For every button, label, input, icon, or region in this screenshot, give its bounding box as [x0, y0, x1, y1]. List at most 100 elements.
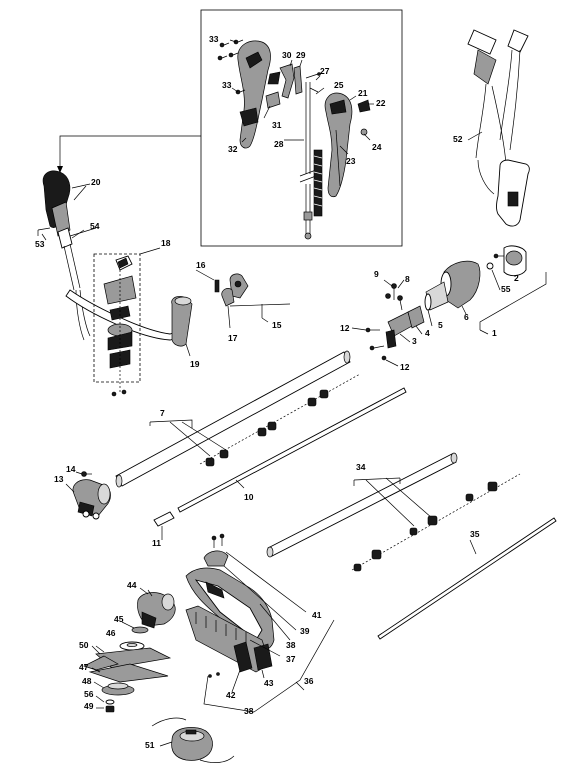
callout-30: 30 — [282, 50, 292, 60]
blade-part-50 — [83, 645, 172, 671]
callout-46: 46 — [106, 628, 116, 638]
shoulder-harness-part-52 — [467, 29, 530, 227]
callout-21: 21 — [358, 88, 368, 98]
shaft-tube-part-7 — [115, 350, 351, 488]
clamp-part-3 — [385, 311, 413, 349]
bolts-part-8-9 — [385, 283, 403, 311]
shaft-tube-part-34 — [266, 452, 458, 558]
callout-2: 2 — [514, 273, 519, 283]
loop-handle-part-19 — [65, 289, 193, 357]
washer-part-45 — [121, 621, 149, 634]
liner-part-11 — [153, 511, 175, 527]
callout-1: 1 — [492, 328, 497, 338]
callout-52: 52 — [453, 134, 463, 144]
callout-41: 41 — [312, 610, 322, 620]
callout-23: 23 — [346, 156, 356, 166]
callout-27: 27 — [320, 66, 330, 76]
drive-shaft-part-35 — [377, 517, 557, 640]
bolt-part-14 — [81, 471, 92, 477]
coupling-assembly-part-1 — [479, 272, 547, 335]
pin-part-53 — [37, 227, 51, 236]
callout-25: 25 — [334, 80, 344, 90]
callout-34: 34 — [356, 462, 366, 472]
callout-16: 16 — [196, 260, 206, 270]
handle-detail-inset — [57, 9, 403, 247]
callout-4: 4 — [425, 328, 430, 338]
callout-15: 15 — [272, 320, 282, 330]
callout-10: 10 — [244, 492, 254, 502]
callout-14: 14 — [66, 464, 76, 474]
rod-part-27 — [305, 73, 319, 79]
guard-assembly-part-36 — [185, 567, 335, 713]
washer-part-46 — [119, 641, 145, 651]
washer-part-56 — [105, 699, 115, 705]
callout-11: 11 — [152, 538, 161, 548]
callout-6: 6 — [464, 312, 469, 322]
coil-part-23 — [313, 149, 323, 217]
callout-54: 54 — [90, 221, 100, 231]
callout-50: 50 — [79, 640, 89, 650]
callout-28: 28 — [274, 139, 284, 149]
sleeve-part-5 — [424, 281, 449, 311]
callout-39: 39 — [300, 626, 310, 636]
callout-leaders — [41, 183, 501, 747]
callout-22: 22 — [376, 98, 386, 108]
callout-8: 8 — [405, 274, 410, 284]
callout-53: 53 — [35, 239, 45, 249]
clip-part-22 — [357, 99, 371, 113]
cover-part-48 — [101, 682, 135, 696]
clamp-part-17 — [221, 288, 235, 307]
bushing-set-34 — [351, 473, 521, 572]
callout-35: 35 — [470, 529, 480, 539]
callout-33-mid: 33 — [222, 80, 232, 90]
callout-38-upper: 38 — [286, 640, 296, 650]
callout-44: 44 — [127, 580, 137, 590]
leader-lines-guard — [203, 551, 307, 713]
callout-38-lower: 38 — [244, 706, 254, 716]
ring-part-55 — [486, 262, 494, 270]
callout-29: 29 — [296, 50, 306, 60]
callout-9: 9 — [374, 269, 379, 279]
grip-shell-part-32 — [237, 40, 271, 149]
bracket-part-15 — [229, 273, 291, 323]
callout-47: 47 — [79, 662, 89, 672]
clutch-part-2 — [493, 245, 527, 277]
nut-part-49 — [105, 705, 115, 713]
clamp-kit-part-18 — [93, 247, 161, 397]
callout-12-left: 12 — [340, 323, 350, 333]
callout-19: 19 — [190, 359, 200, 369]
callout-7: 7 — [160, 408, 165, 418]
callout-24: 24 — [372, 142, 382, 152]
screw-part-16 — [214, 279, 220, 293]
pin-part-25 — [315, 87, 325, 95]
callout-49: 49 — [84, 701, 94, 711]
lock-part-31 — [265, 91, 281, 109]
callout-5: 5 — [438, 320, 443, 330]
main-handle-part-20 — [42, 170, 91, 341]
callout-labels: 33 33 30 29 27 25 21 22 31 32 28 24 23 5… — [35, 34, 519, 750]
screws-part-12 — [365, 327, 387, 361]
gear-head-part-44 — [137, 589, 176, 629]
screws-part-41 — [203, 533, 229, 567]
callout-42: 42 — [226, 690, 236, 700]
drive-shaft-part-10 — [177, 387, 407, 513]
callout-32: 32 — [228, 144, 238, 154]
callout-51: 51 — [145, 740, 155, 750]
callout-20: 20 — [91, 177, 101, 187]
callout-12-right: 12 — [400, 362, 410, 372]
callout-43: 43 — [264, 678, 274, 688]
lever-part-29 — [293, 65, 303, 95]
callout-33-top: 33 — [209, 34, 219, 44]
trimmer-head-part-51 — [151, 717, 235, 763]
callout-18: 18 — [161, 238, 171, 248]
washer-part-24 — [360, 128, 368, 136]
callout-48: 48 — [82, 676, 92, 686]
callout-3: 3 — [412, 336, 417, 346]
callout-45: 45 — [114, 614, 124, 624]
bushing-set-7 — [199, 373, 361, 467]
shaft-housing-part-6 — [439, 260, 481, 315]
callout-36: 36 — [304, 676, 314, 686]
ring-part-4 — [407, 305, 425, 329]
lever-part-30 — [279, 63, 295, 99]
